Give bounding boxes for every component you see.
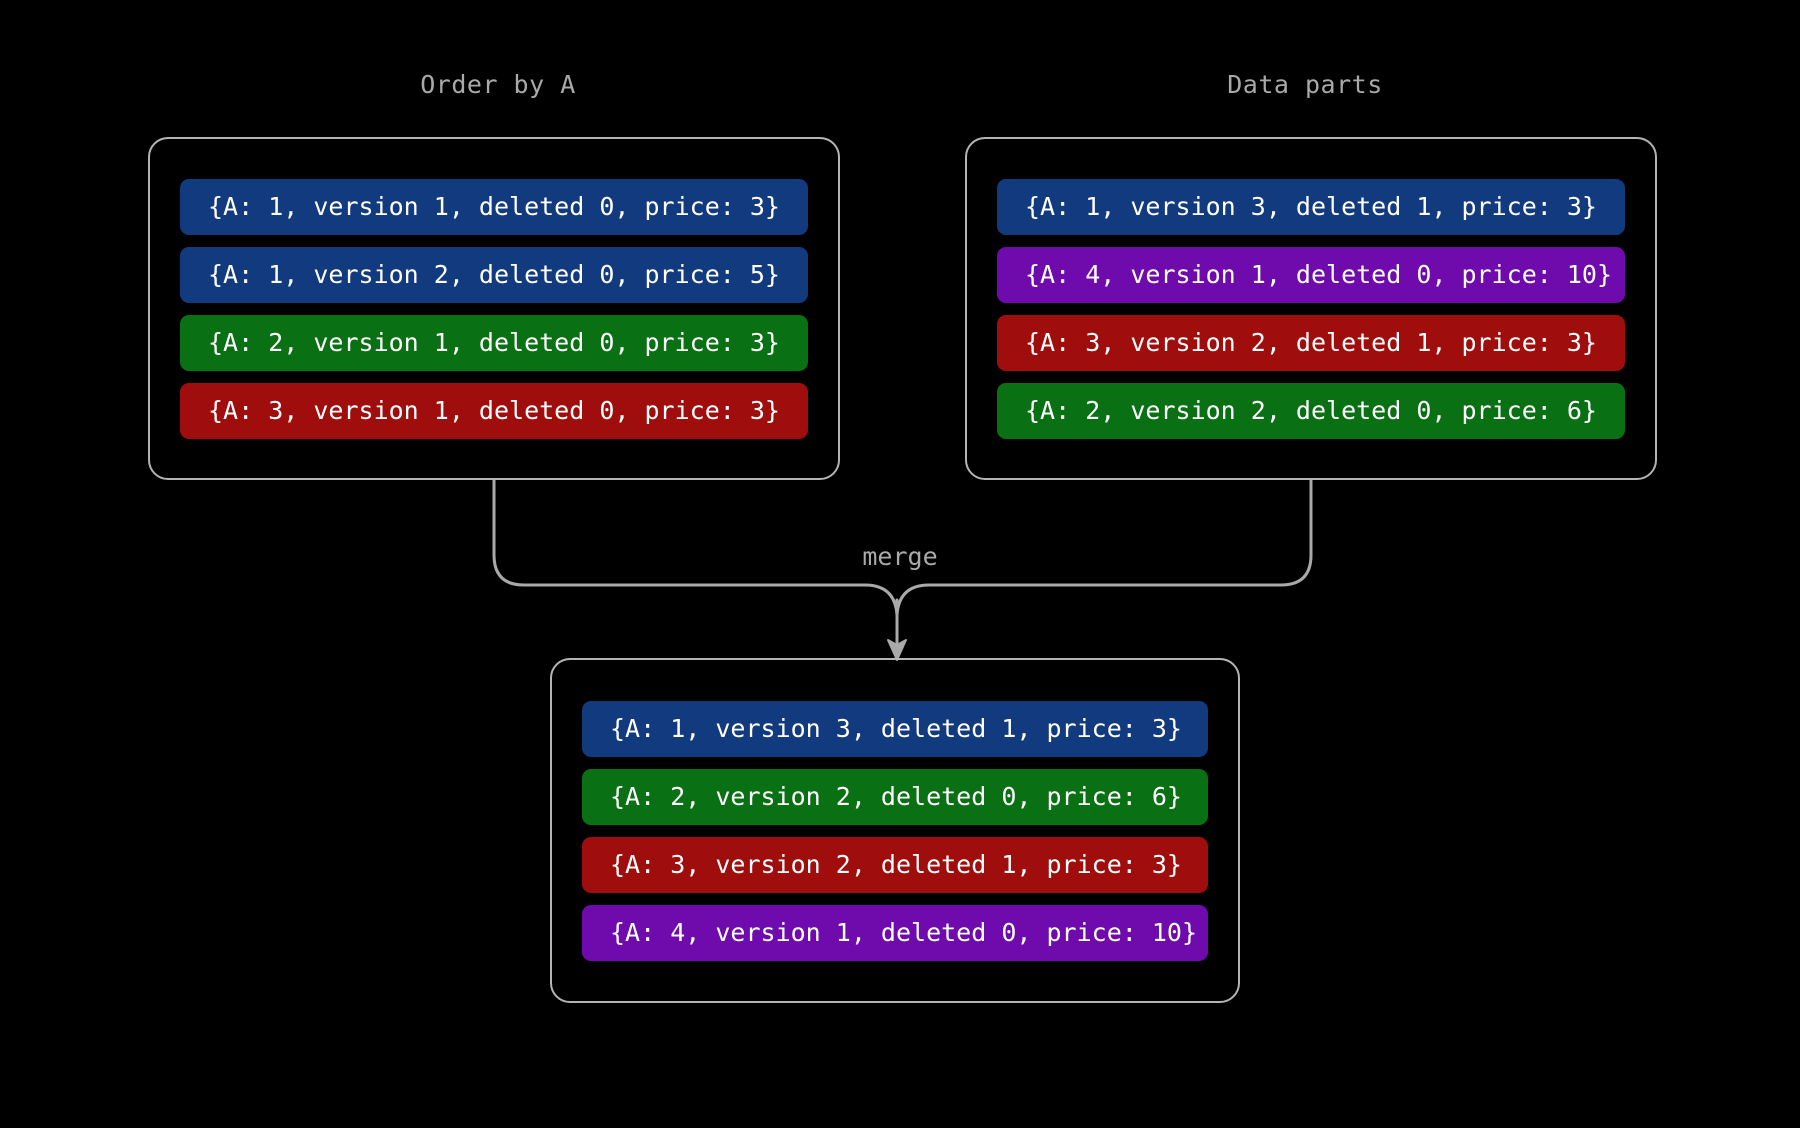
record-label: {A: 4, version 1, deleted 0, price: 10}: [610, 918, 1197, 947]
record-row[interactable]: {A: 3, version 1, deleted 0, price: 3}: [180, 382, 808, 439]
record-row[interactable]: {A: 2, version 2, deleted 0, price: 6}: [997, 382, 1625, 439]
panel-merged-result: {A: 1, version 3, deleted 1, price: 3} {…: [550, 658, 1240, 1003]
record-label: {A: 2, version 2, deleted 0, price: 6}: [610, 782, 1182, 811]
record-list-left: {A: 1, version 1, deleted 0, price: 3} {…: [150, 139, 838, 478]
merge-edge-label: merge: [862, 542, 938, 571]
record-label: {A: 1, version 2, deleted 0, price: 5}: [208, 260, 780, 289]
record-row[interactable]: {A: 3, version 2, deleted 1, price: 3}: [997, 314, 1625, 371]
record-label: {A: 2, version 2, deleted 0, price: 6}: [1025, 396, 1597, 425]
record-row[interactable]: {A: 4, version 1, deleted 0, price: 10}: [997, 246, 1625, 303]
record-row[interactable]: {A: 4, version 1, deleted 0, price: 10}: [582, 904, 1208, 961]
panel-data-parts: {A: 1, version 3, deleted 1, price: 3} {…: [965, 137, 1657, 480]
record-list-merged: {A: 1, version 3, deleted 1, price: 3} {…: [552, 660, 1238, 1001]
record-row[interactable]: {A: 1, version 1, deleted 0, price: 3}: [180, 178, 808, 235]
down-arrow-icon: [887, 639, 907, 661]
record-row[interactable]: {A: 1, version 2, deleted 0, price: 5}: [180, 246, 808, 303]
record-label: {A: 3, version 2, deleted 1, price: 3}: [610, 850, 1182, 879]
record-row[interactable]: {A: 1, version 3, deleted 1, price: 3}: [997, 178, 1625, 235]
panel-order-by-a: {A: 1, version 1, deleted 0, price: 3} {…: [148, 137, 840, 480]
group-title-data-parts: Data parts: [1227, 70, 1383, 99]
record-label: {A: 1, version 3, deleted 1, price: 3}: [1025, 192, 1597, 221]
group-title-order-by-a: Order by A: [420, 70, 576, 99]
record-label: {A: 2, version 1, deleted 0, price: 3}: [208, 328, 780, 357]
record-list-right: {A: 1, version 3, deleted 1, price: 3} {…: [967, 139, 1655, 478]
record-label: {A: 4, version 1, deleted 0, price: 10}: [1025, 260, 1612, 289]
record-label: {A: 3, version 2, deleted 1, price: 3}: [1025, 328, 1597, 357]
record-row[interactable]: {A: 1, version 3, deleted 1, price: 3}: [582, 700, 1208, 757]
record-label: {A: 1, version 1, deleted 0, price: 3}: [208, 192, 780, 221]
record-row[interactable]: {A: 2, version 1, deleted 0, price: 3}: [180, 314, 808, 371]
record-label: {A: 3, version 1, deleted 0, price: 3}: [208, 396, 780, 425]
record-row[interactable]: {A: 2, version 2, deleted 0, price: 6}: [582, 768, 1208, 825]
record-row[interactable]: {A: 3, version 2, deleted 1, price: 3}: [582, 836, 1208, 893]
record-label: {A: 1, version 3, deleted 1, price: 3}: [610, 714, 1182, 743]
